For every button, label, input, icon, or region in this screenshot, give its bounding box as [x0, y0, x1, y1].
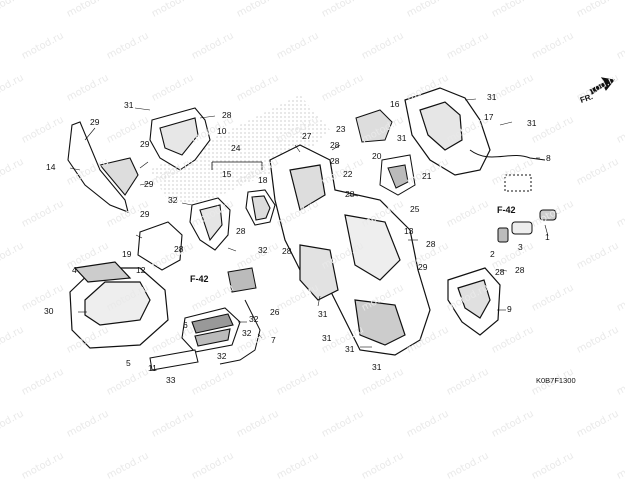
callout-number: 25 [410, 204, 420, 214]
part-8-harness [469, 149, 546, 161]
callout-number: 2 [490, 249, 495, 259]
callout-number: 11 [148, 363, 157, 373]
callout-number: 28 [345, 189, 355, 199]
callout-number: 28 [515, 265, 525, 275]
callout-number: 20 [372, 151, 382, 161]
callout-number: 31 [124, 100, 134, 110]
callout-number: 12 [136, 265, 146, 275]
callout-number: 28 [236, 226, 246, 236]
callout-number: 17 [484, 112, 494, 122]
callout-number: 13 [404, 226, 414, 236]
callout-number: 7 [271, 335, 276, 345]
callout-number: 15 [222, 169, 232, 179]
callout-number: 16 [390, 99, 400, 109]
part-14-side-cover [67, 121, 139, 213]
callout-number: 28 [330, 156, 340, 166]
part-12-front-cowl [69, 261, 169, 349]
ref-arrow-box [504, 174, 532, 192]
callout-number: 28 [495, 267, 505, 277]
callout-number: 9 [507, 304, 512, 314]
callout-number: 4 [72, 265, 77, 275]
callout-number: 22 [343, 169, 353, 179]
part-10-inner-shell [149, 107, 211, 171]
part-switch-block [227, 267, 257, 293]
callout-number: 29 [90, 117, 100, 127]
callout-number: 8 [546, 153, 551, 163]
callout-number: 29 [418, 262, 428, 272]
callout-number: 33 [166, 375, 176, 385]
callout-number: 28 [330, 140, 340, 150]
part-13-inner-cowl [269, 144, 431, 356]
callout-number: 30 [44, 306, 54, 316]
callout-number: 27 [302, 131, 312, 141]
callout-number: 31 [318, 309, 328, 319]
callout-number: 28 [282, 246, 292, 256]
callout-number: 31 [345, 344, 355, 354]
part-9-lower-panel [447, 267, 501, 336]
callout-number: 18 [258, 175, 268, 185]
callout-number: 31 [322, 333, 332, 343]
callout-number: 32 [217, 351, 227, 361]
callout-number: 31 [527, 118, 537, 128]
callout-number: 31 [487, 92, 497, 102]
part-1-socket [497, 209, 557, 243]
callout-number: 5 [126, 358, 131, 368]
drawing-code: K0B7F1300 [536, 376, 576, 385]
callout-number: 28 [426, 239, 436, 249]
part-11-stay [149, 349, 199, 371]
callout-number: 29 [144, 179, 154, 189]
callout-number: 28 [174, 244, 184, 254]
part-16-side-panel [404, 87, 491, 176]
part-15-panel [189, 197, 231, 251]
dotted-zone [150, 95, 330, 205]
callout-number: 31 [372, 362, 382, 372]
callout-number: 1 [545, 232, 550, 242]
parts-diagram [67, 77, 615, 371]
callout-number: 29 [140, 209, 150, 219]
ref-mark-f42-right: F-42 [497, 205, 516, 215]
part-24-bracket [211, 161, 263, 170]
part-6-grille [181, 307, 241, 353]
callout-number: 21 [422, 171, 432, 181]
front-arrow [589, 77, 615, 95]
callout-number: 32 [168, 195, 178, 205]
part-18-lens-cover [245, 189, 276, 226]
callout-number: 31 [397, 133, 407, 143]
callout-number: 3 [518, 242, 523, 252]
callout-number: 32 [242, 328, 252, 338]
callout-number: 24 [231, 143, 241, 153]
callout-number: 6 [183, 320, 188, 330]
callout-number: 32 [258, 245, 268, 255]
part-7-wire [219, 299, 261, 365]
leader-lines [69, 98, 549, 348]
callout-number: 26 [270, 307, 280, 317]
callout-number: 32 [249, 314, 259, 324]
callout-number: 28 [222, 110, 232, 120]
part-23-cover [355, 109, 393, 143]
ref-mark-f42-left: F-42 [190, 274, 209, 284]
callout-number: 23 [336, 124, 346, 134]
part-21-bracket [379, 154, 416, 196]
callout-number: 29 [140, 139, 150, 149]
callout-number: 10 [217, 126, 227, 136]
part-19-cover [137, 221, 183, 271]
callout-number: 14 [46, 162, 56, 172]
callout-number: 19 [122, 249, 132, 259]
